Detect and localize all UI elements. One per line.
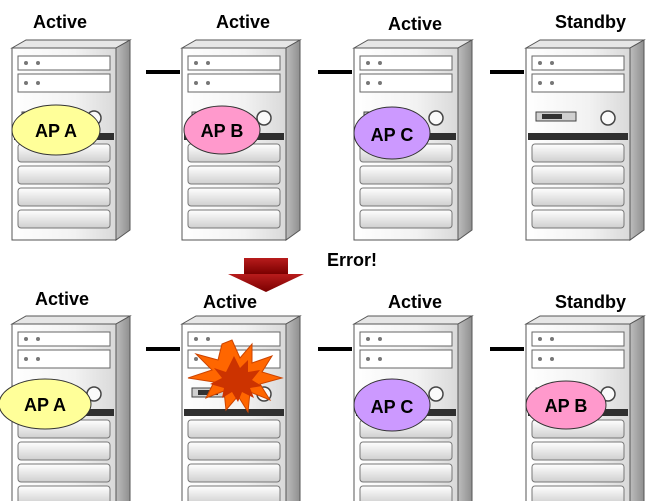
app-ellipse bbox=[0, 378, 92, 430]
server-status-label: Active bbox=[216, 12, 271, 32]
app-ellipse bbox=[525, 380, 607, 430]
server-status-label: Active bbox=[203, 292, 258, 312]
server-status-label: Standby bbox=[555, 12, 627, 32]
app-ellipse bbox=[353, 106, 431, 160]
error-label: Error! bbox=[327, 250, 378, 270]
app-ellipse bbox=[353, 378, 431, 432]
app-label: AP A bbox=[34, 121, 77, 141]
server-status-label: Active bbox=[388, 14, 443, 34]
app-label: AP A bbox=[23, 395, 66, 415]
server-icon bbox=[181, 315, 301, 501]
app-label: AP C bbox=[370, 125, 414, 145]
app-label: AP B bbox=[200, 121, 244, 141]
app-label: AP B bbox=[544, 396, 588, 416]
server-icon bbox=[525, 39, 645, 241]
app-ellipse bbox=[11, 104, 101, 156]
error-arrow-icon bbox=[228, 258, 304, 292]
explosion-icon bbox=[187, 339, 284, 414]
server-status-label: Active bbox=[35, 289, 90, 309]
server-status-label: Active bbox=[388, 292, 443, 312]
server-status-label: Active bbox=[33, 12, 88, 32]
server-status-label: Standby bbox=[555, 292, 627, 312]
app-ellipse bbox=[183, 105, 261, 155]
app-label: AP C bbox=[370, 397, 414, 417]
